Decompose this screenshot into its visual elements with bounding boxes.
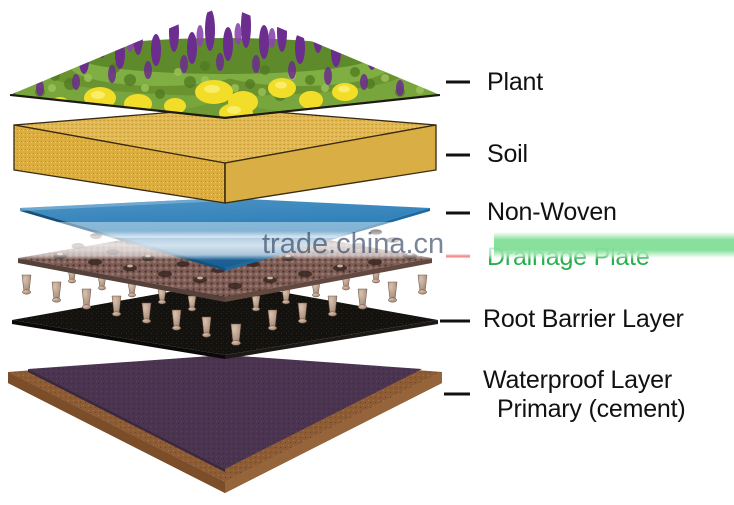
label-drainage-plate: Drainage Plate (487, 243, 650, 271)
plant-yellow-flower-highlight (91, 81, 350, 114)
label-non-woven: Non-Woven (487, 198, 617, 226)
label-soil: Soil (487, 140, 528, 168)
label-waterproof-line2: Primary (cement) (497, 395, 686, 423)
label-plant: Plant (487, 68, 543, 96)
leader-lines (440, 80, 470, 396)
exploded-layer-illustration (8, 5, 470, 493)
layer-plant (9, 5, 441, 120)
drainage-studs (21, 267, 428, 346)
label-waterproof-line1: Waterproof Layer (483, 366, 673, 394)
layer-soil (13, 107, 437, 204)
label-waterproof-layer: Waterproof Layer Primary (cement) (483, 366, 686, 424)
label-root-barrier: Root Barrier Layer (483, 305, 684, 333)
layer-root-barrier (12, 282, 438, 359)
layer-waterproof (8, 355, 442, 493)
